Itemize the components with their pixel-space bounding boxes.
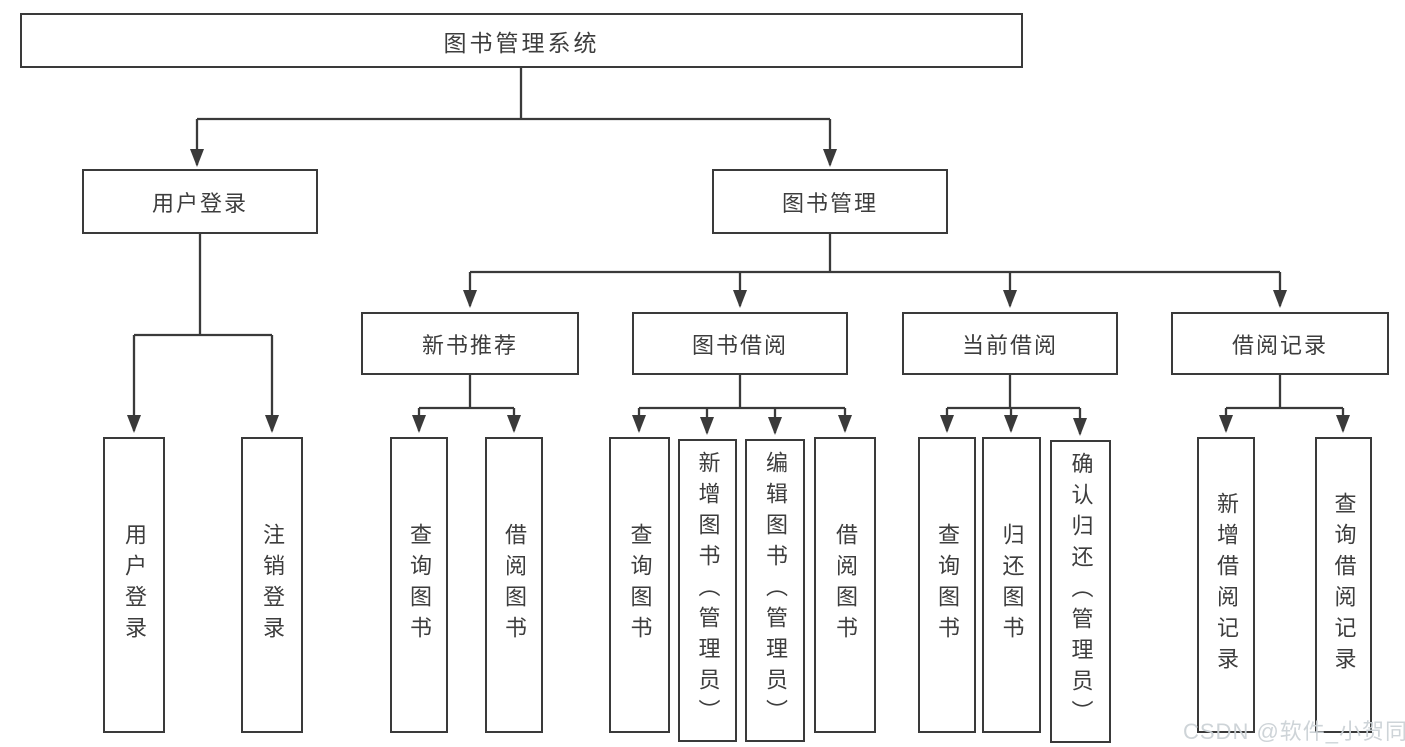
node-borrow-records: 借阅记录 — [1171, 312, 1389, 375]
node-leaf-query-books-2: 查询图书 — [609, 437, 670, 733]
connector-new-books-branch — [412, 373, 521, 433]
connector-root-branch — [190, 66, 837, 167]
node-leaf-borrow-books-2: 借阅图书 — [814, 437, 876, 733]
node-new-book-recommend: 新书推荐 — [361, 312, 579, 375]
node-leaf-query-books-1: 查询图书 — [390, 437, 448, 733]
node-book-borrow-label: 图书借阅 — [691, 332, 788, 358]
node-leaf-edit-books-admin: 编辑图书（管理员） — [745, 439, 805, 742]
node-root-system: 图书管理系统 — [20, 13, 1023, 68]
node-user-login-label: 用户登录 — [151, 190, 248, 216]
leaf-query-books-3-label: 查询图书 — [935, 523, 960, 647]
leaf-query-books-2-label: 查询图书 — [627, 523, 653, 647]
node-new-book-recommend-label: 新书推荐 — [421, 332, 518, 358]
watermark: CSDN @软件_小贺同学 — [1183, 719, 1405, 744]
node-leaf-query-books-3: 查询图书 — [918, 437, 976, 733]
connector-current-borrow-branch — [940, 373, 1087, 436]
node-root-label: 图书管理系统 — [443, 29, 600, 56]
leaf-add-books-admin-label: 新增图书（管理员） — [695, 451, 721, 730]
node-leaf-query-borrow-record: 查询借阅记录 — [1315, 437, 1372, 733]
node-leaf-return-books: 归还图书 — [982, 437, 1041, 733]
leaf-query-borrow-record-label: 查询借阅记录 — [1331, 492, 1357, 678]
leaf-logout-label: 注销登录 — [260, 523, 285, 647]
node-user-login: 用户登录 — [82, 169, 318, 234]
node-borrow-records-label: 借阅记录 — [1231, 332, 1328, 358]
connector-borrow-records-branch — [1219, 373, 1350, 433]
connector-book-borrow-branch — [632, 373, 852, 435]
node-current-borrow-label: 当前借阅 — [961, 332, 1058, 358]
node-book-management: 图书管理 — [712, 169, 948, 234]
node-leaf-logout: 注销登录 — [241, 437, 303, 733]
leaf-confirm-return-admin-label: 确认归还（管理员） — [1068, 452, 1094, 731]
leaf-query-books-1-label: 查询图书 — [407, 523, 432, 647]
node-book-borrow: 图书借阅 — [632, 312, 848, 375]
leaf-edit-books-admin-label: 编辑图书（管理员） — [763, 451, 788, 730]
node-leaf-add-borrow-record: 新增借阅记录 — [1197, 437, 1255, 733]
leaf-borrow-books-1-label: 借阅图书 — [502, 523, 527, 647]
leaf-add-borrow-record-label: 新增借阅记录 — [1214, 492, 1239, 678]
connector-user-login-branch — [127, 232, 279, 433]
node-current-borrow: 当前借阅 — [902, 312, 1118, 375]
leaf-borrow-books-2-label: 借阅图书 — [833, 523, 858, 647]
node-leaf-borrow-books-1: 借阅图书 — [485, 437, 543, 733]
node-book-management-label: 图书管理 — [781, 190, 878, 216]
node-leaf-add-books-admin: 新增图书（管理员） — [678, 439, 737, 742]
leaf-user-login-label: 用户登录 — [122, 523, 147, 647]
node-leaf-user-login: 用户登录 — [103, 437, 165, 733]
leaf-return-books-label: 归还图书 — [999, 523, 1025, 647]
connector-book-mgmt-branch — [463, 232, 1287, 308]
node-leaf-confirm-return-admin: 确认归还（管理员） — [1050, 440, 1111, 743]
